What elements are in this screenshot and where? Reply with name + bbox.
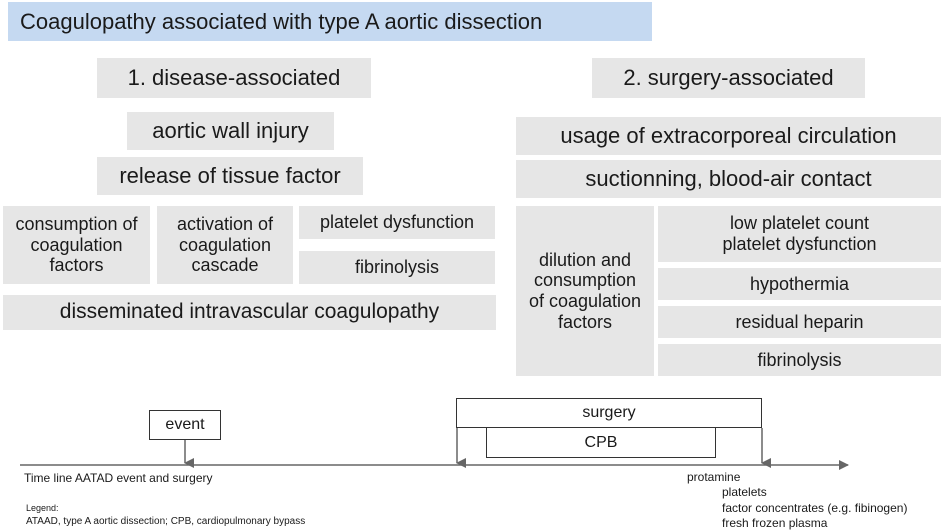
protamine-label: protamine <box>687 470 741 484</box>
treatment-factor-concentrates: factor concentrates (e.g. fibinogen) <box>722 501 908 515</box>
extracorporeal-box: usage of extracorporeal circulation <box>516 117 941 155</box>
fibrinolysis-box-surgery: fibrinolysis <box>658 344 941 376</box>
event-box: event <box>149 410 221 440</box>
platelet-dysfunction-box: platelet dysfunction <box>299 206 495 239</box>
tissue-factor-box: release of tissue factor <box>97 157 363 195</box>
hypothermia-box: hypothermia <box>658 268 941 300</box>
cpb-box: CPB <box>486 427 716 458</box>
activation-cascade-box: activation of coagulation cascade <box>157 206 293 284</box>
aortic-wall-injury-box: aortic wall injury <box>127 112 334 150</box>
surgery-box: surgery <box>456 398 762 428</box>
treatment-platelets: platelets <box>722 485 767 499</box>
treatment-ffp: fresh frozen plasma <box>722 516 828 530</box>
consumption-factors-box: consumption of coagulation factors <box>3 206 150 284</box>
suctioning-box: suctionning, blood-air contact <box>516 160 941 198</box>
page-title: Coagulopathy associated with type A aort… <box>8 2 652 41</box>
dic-box: disseminated intravascular coagulopathy <box>3 295 496 330</box>
disease-heading: 1. disease-associated <box>97 58 371 98</box>
timeline-axis-label: Time line AATAD event and surgery <box>24 471 213 485</box>
fibrinolysis-box-disease: fibrinolysis <box>299 251 495 284</box>
residual-heparin-box: residual heparin <box>658 306 941 338</box>
legend-heading: Legend: <box>26 503 59 513</box>
surgery-heading: 2. surgery-associated <box>592 58 865 98</box>
dilution-box: dilution and consumption of coagulation … <box>516 206 654 376</box>
platelet-count-box: low platelet count platelet dysfunction <box>658 206 941 262</box>
legend-text: ATAAD, type A aortic dissection; CPB, ca… <box>26 516 306 527</box>
